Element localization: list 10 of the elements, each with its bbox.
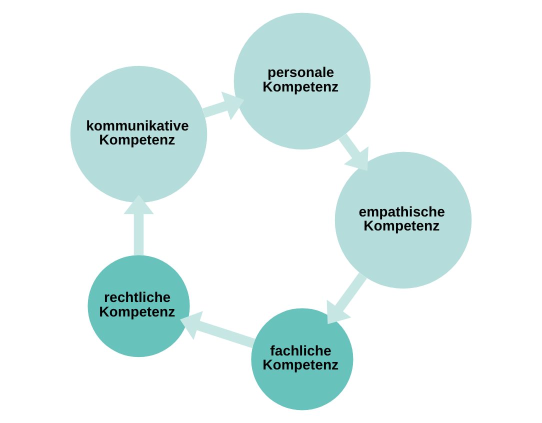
arrow — [326, 272, 367, 324]
node-circle: personale Kompetenz — [234, 12, 371, 150]
arrow — [124, 194, 154, 256]
node-circle: kommunikative Kompetenz — [70, 66, 208, 203]
node-circle: rechtliche Kompetenz — [88, 255, 190, 358]
node-circle: fachliche Kompetenz — [251, 308, 354, 410]
arrow — [202, 91, 244, 120]
arrow — [338, 134, 368, 171]
node-circle: empathische Kompetenz — [334, 152, 472, 289]
arrow — [180, 311, 256, 348]
